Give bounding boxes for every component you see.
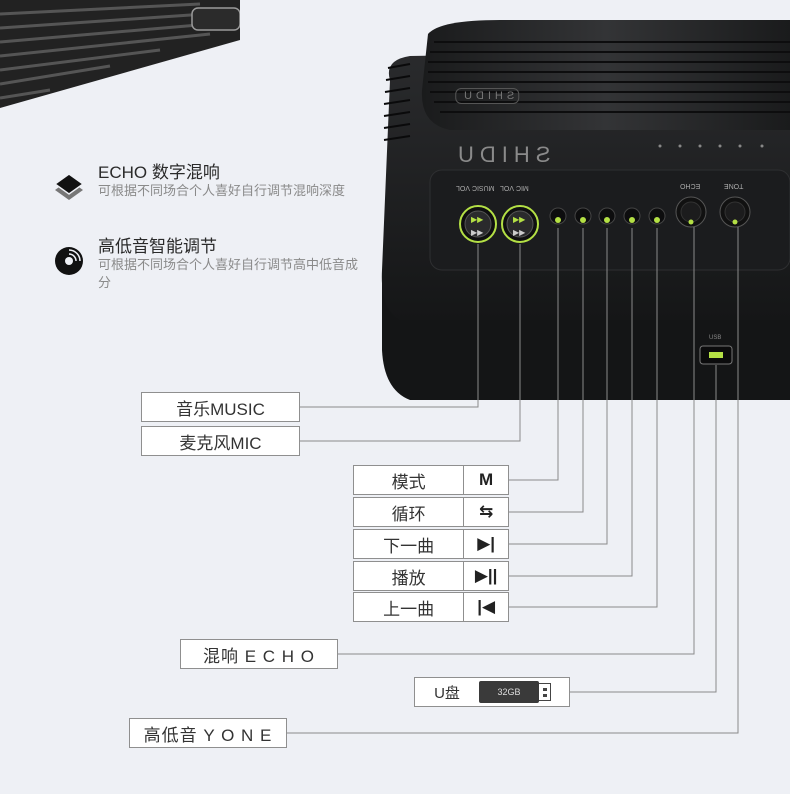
disc-icon	[52, 244, 86, 278]
usb-connector-icon	[539, 683, 551, 701]
button-label: 下一曲	[354, 530, 465, 558]
device-corner-image	[0, 0, 240, 110]
usb-capacity: 32GB	[497, 687, 521, 697]
music-label: 音乐MUSIC	[141, 392, 300, 422]
speaker-device	[370, 20, 790, 410]
feature-description: 可根据不同场合个人喜好自行调节混响深度	[98, 183, 346, 198]
panel-label-music: MUSIC VOL	[456, 184, 495, 191]
mode-icon: M	[479, 470, 494, 489]
brand-mark: SHIDU	[452, 142, 551, 167]
mode-button-label: 模式 M	[353, 465, 509, 495]
next-button-label: 下一曲 ▶|	[353, 529, 509, 559]
feature-echo: ECHO 数字混响 可根据不同场合个人喜好自行调节混响深度	[52, 158, 352, 228]
button-label: 模式	[354, 466, 465, 494]
feature-title: 高低音智能调节	[98, 237, 217, 256]
mic-label: 麦克风MIC	[141, 426, 300, 456]
next-track-icon: ▶|	[477, 534, 496, 553]
previous-track-icon: |◀	[477, 597, 496, 616]
panel-label-echo: ECHO	[680, 182, 701, 189]
play-button-label: 播放 ▶||	[353, 561, 509, 591]
button-label: 循环	[354, 498, 465, 526]
brand-badge: SHIDU	[455, 88, 520, 104]
feature-description: 可根据不同场合个人喜好自行调节高中低音成分	[98, 257, 359, 290]
repeat-icon: ⇆	[479, 502, 494, 521]
usb-drive-label: U盘 32GB	[414, 677, 570, 707]
feature-tone: 高低音智能调节 可根据不同场合个人喜好自行调节高中低音成分	[52, 232, 358, 302]
layers-icon	[52, 170, 86, 204]
button-label: 播放	[354, 562, 465, 590]
repeat-button-label: 循环 ⇆	[353, 497, 509, 527]
usb-stick-icon: 32GB	[479, 681, 539, 703]
usb-port-label: USB	[709, 335, 722, 341]
panel-label-tone: TONE	[724, 182, 744, 189]
previous-button-label: 上一曲 |◀	[353, 592, 509, 622]
play-pause-icon: ▶||	[474, 566, 498, 585]
tone-label: 高低音 Y O N E	[129, 718, 287, 748]
panel-label-mic: MIC VOL	[500, 184, 529, 191]
button-label: 上一曲	[354, 593, 465, 621]
feature-title: ECHO 数字混响	[98, 163, 220, 182]
usb-label-text: U盘	[434, 684, 460, 702]
echo-label: 混响 E C H O	[180, 639, 338, 669]
